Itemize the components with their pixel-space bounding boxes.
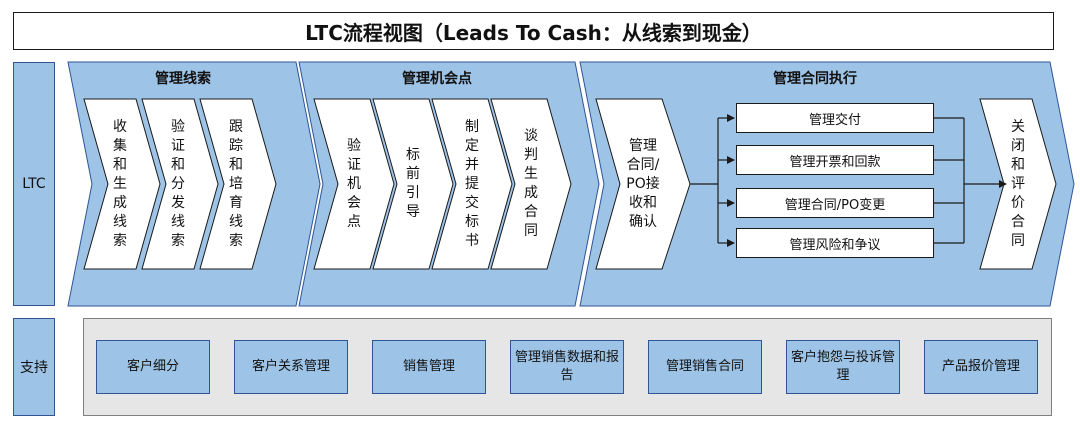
step-pre-bid: 标前引导 [406, 147, 420, 220]
ltc-label-box: LTC [13, 62, 55, 306]
step-shape-contract-receive [595, 98, 691, 270]
support-label-box: 支持 [13, 318, 55, 416]
phase-contract-shape [579, 61, 1075, 307]
step-shapes [83, 98, 1057, 270]
connector-lines [690, 114, 1007, 247]
contract-entry-line: 确认 [629, 213, 657, 230]
diagram-title: LTC流程视图（Leads To Cash：从线索到现金） [13, 12, 1054, 50]
step-shape-verify-opportunity [313, 98, 395, 270]
step-shape-pre-bid [372, 98, 454, 270]
contract-entry-line: 管理 [629, 137, 657, 154]
contract-entry-line: PO接 [626, 175, 660, 192]
contract-entry-line: 收和 [629, 194, 657, 211]
task-manage-billing: 管理开票和回款 [736, 145, 934, 175]
phase-title-contract: 管理合同执行 [773, 71, 857, 87]
phase-title-opportunity: 管理机会点 [402, 71, 472, 87]
step-verify-leads: 验证和分发线索 [171, 118, 185, 249]
support-item-crm: 客户关系管理 [234, 340, 348, 394]
step-prepare-bid: 制定并提交标书 [465, 118, 479, 249]
step-negotiate: 谈判生成合同 [524, 128, 538, 239]
task-manage-delivery: 管理交付 [736, 103, 934, 133]
step-close-contract: 关闭和评价合同 [1011, 118, 1025, 249]
contract-entry-line: 合同/ [626, 156, 660, 173]
support-item-sales-management: 销售管理 [372, 340, 486, 394]
step-shape-prepare-bid [431, 98, 513, 270]
step-shape-negotiate [490, 98, 572, 270]
support-item-customer-segmentation: 客户细分 [96, 340, 210, 394]
ltc-label: LTC [22, 176, 46, 192]
support-label: 支持 [20, 360, 48, 376]
support-item-product-quote: 产品报价管理 [924, 340, 1038, 394]
task-manage-risk: 管理风险和争议 [736, 228, 934, 258]
step-track-leads: 跟踪和培育线索 [229, 118, 243, 249]
step-shape-collect-leads [83, 98, 161, 270]
step-contract-receive: 管理 合同/ PO接 收和 确认 [614, 104, 672, 264]
support-item-sales-contract: 管理销售合同 [648, 340, 762, 394]
step-verify-opportunity: 验证机会点 [347, 137, 361, 230]
support-item-sales-data-report: 管理销售数据和报告 [510, 340, 624, 394]
step-shape-track-leads [199, 98, 277, 270]
support-item-customer-complaint: 客户抱怨与投诉管理 [786, 340, 900, 394]
phase-title-lead: 管理线索 [155, 71, 211, 87]
step-collect-leads: 收集和生成线索 [113, 118, 127, 249]
step-shape-verify-leads [141, 98, 219, 270]
task-manage-change: 管理合同/PO变更 [736, 188, 934, 218]
